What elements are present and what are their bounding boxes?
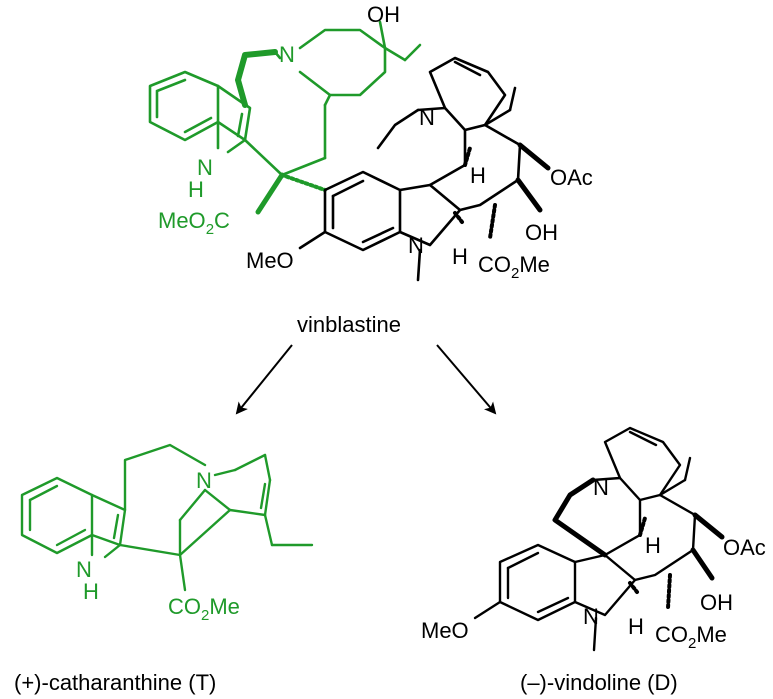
vindoline-structure: N H OAc MeO N H OH CO2Me <box>421 426 766 652</box>
label-vinblastine: vinblastine <box>297 312 401 337</box>
vd-n-top: N <box>593 475 609 500</box>
arrow-to-catharanthine <box>235 344 293 415</box>
label-catharanthine: (+)-catharanthine (T) <box>14 670 216 695</box>
vb-n-piperidine: N <box>279 42 295 67</box>
vinblastine-green-atoms: N N H MeO2C <box>158 42 295 238</box>
vb-oh-vind: OH <box>525 220 558 245</box>
vb-h-vind-2: H <box>452 244 468 269</box>
vinblastine-black-atoms: MeO N H OAc N H OH CO2Me <box>246 105 593 282</box>
vb-n-vind-top: N <box>419 105 435 130</box>
vinblastine-structure: N N H MeO2C OH <box>148 2 593 282</box>
vinblastine-vindoline-half <box>298 56 551 282</box>
vb-oh-top: OH <box>367 2 400 27</box>
vb-benzene-ring <box>148 70 220 142</box>
vb-meo2c: MeO2C <box>158 208 230 238</box>
vb-n-vind-bottom: N <box>408 233 424 258</box>
label-vindoline: (–)-vindoline (D) <box>520 670 678 695</box>
vd-n-bottom: N <box>583 604 599 629</box>
cat-n-bridge: N <box>196 468 212 493</box>
vd-oac: OAc <box>723 535 766 560</box>
cat-n-indole: N <box>76 557 92 582</box>
vinblastine-catharanthine-half <box>148 20 422 215</box>
cat-benzene-ring <box>20 476 94 555</box>
vd-co2me: CO2Me <box>655 622 727 652</box>
vb-h-vind-1: H <box>470 163 486 188</box>
vb-h-indole: H <box>188 177 204 202</box>
arrow-to-vindoline <box>436 344 497 415</box>
vb-n-indole: N <box>197 155 213 180</box>
vd-meo: MeO <box>421 618 469 643</box>
vb-co2me: CO2Me <box>478 252 550 282</box>
vb-oac: OAc <box>550 165 593 190</box>
vb-pyrrole-ring <box>216 84 252 142</box>
vd-aromatic-ring <box>498 543 577 622</box>
cat-co2me: CO2Me <box>168 594 240 624</box>
vd-oh: OH <box>700 590 733 615</box>
vd-h-1: H <box>645 533 661 558</box>
catharanthine-structure: N N H CO2Me <box>20 443 314 624</box>
cat-h-indole: H <box>83 579 99 604</box>
vd-h-2: H <box>628 614 644 639</box>
vb-vind-aromatic <box>323 170 402 252</box>
vb-meo: MeO <box>246 248 294 273</box>
